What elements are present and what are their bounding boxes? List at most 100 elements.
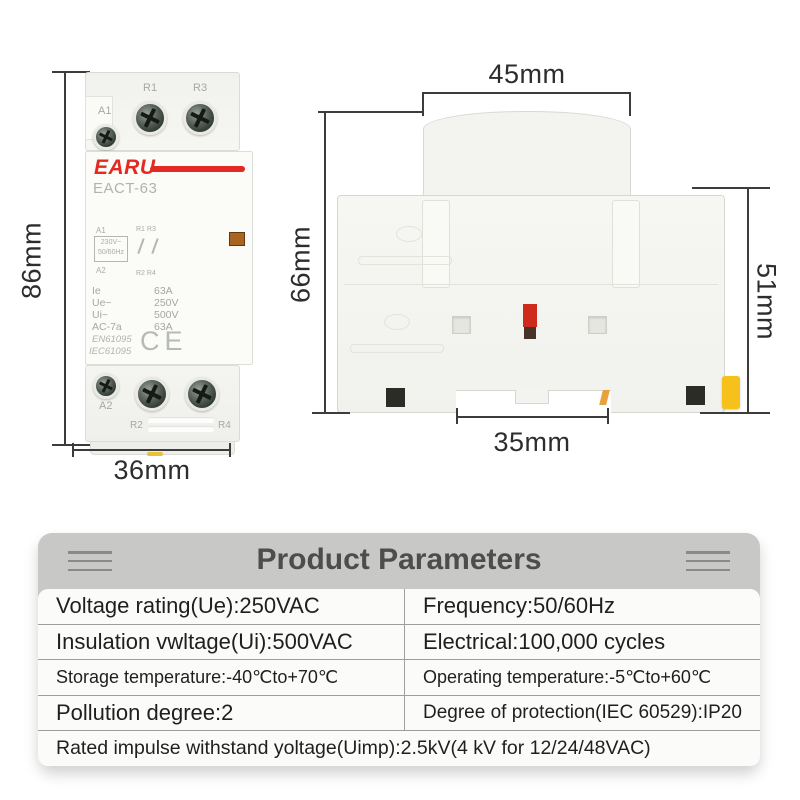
- contactor-front: R1 R3 A1 EARU EACT-63 A1 230V~ 50/60Hz A…: [84, 72, 256, 456]
- back-view: 45mm: [286, 0, 800, 500]
- screw-r1: [133, 101, 167, 135]
- black-foot-left: [386, 388, 405, 407]
- dim-66-label: 66mm: [285, 226, 316, 304]
- table-row: Voltage rating(Ue):250VAC Frequency:50/6…: [38, 589, 760, 625]
- ce-mark-icon: CE: [140, 326, 188, 356]
- din-clip-groove-right: [612, 200, 640, 288]
- din-clip-groove-left: [422, 200, 450, 288]
- param-cell-voltage-rating: Voltage rating(Ue):250VAC: [56, 593, 320, 619]
- red-clip-bottom: [524, 327, 536, 339]
- dim-86-label: 86mm: [16, 222, 47, 300]
- rating-key: Ue~: [92, 297, 112, 309]
- terminal-label-a2: A2: [99, 400, 113, 412]
- dim-66-tick-bottom: [312, 412, 350, 414]
- notch-center-tab: [515, 390, 549, 404]
- mold-mark-oval-2: [384, 314, 410, 330]
- rating-value: 63A: [154, 321, 173, 333]
- mold-mark-oval-1: [396, 226, 422, 242]
- diagram-top-contacts: R1 R3: [136, 226, 156, 233]
- terminal-label-r2: R2: [130, 420, 143, 431]
- diagram-a2-label: A2: [96, 266, 106, 275]
- brand-red-line: [150, 166, 245, 172]
- notch-orange-wedge: [599, 390, 610, 405]
- coil-box: 230V~ 50/60Hz: [94, 236, 128, 262]
- dim-86-tick-top: [52, 71, 90, 73]
- param-cell-impulse-voltage: Rated impulse withstand yoltage(Uimp):2.…: [56, 737, 651, 760]
- dim-86-tick-bottom: [52, 444, 90, 446]
- dim-45-tick-right: [629, 92, 631, 116]
- vent-slot-1: [148, 417, 214, 423]
- black-foot-right: [686, 386, 705, 405]
- param-cell-insulation-voltage: Insulation vwltage(Ui):500VAC: [56, 628, 353, 654]
- rating-key: AC-7a: [92, 321, 122, 333]
- dim-36-label: 36mm: [113, 455, 191, 485]
- red-clip-top: [523, 304, 537, 327]
- dim-51-line: [747, 188, 749, 413]
- dim-36-line: [73, 449, 231, 451]
- dim-66-line: [324, 112, 326, 413]
- parameters-table: Voltage rating(Ue):250VAC Frequency:50/6…: [38, 589, 760, 766]
- dim-45-line: [423, 92, 631, 94]
- diagram-a1-label: A1: [96, 226, 106, 235]
- wiring-diagram: A1 230V~ 50/60Hz A2 R1 R3 R2 R4: [92, 226, 170, 282]
- screw-a1: [93, 124, 119, 150]
- rating-key: Ie: [92, 285, 101, 297]
- indicator-window: [229, 232, 245, 246]
- screw-a2: [93, 373, 119, 399]
- dim-66-tick-top: [318, 111, 424, 113]
- table-row: Rated impulse withstand yoltage(Uimp):2.…: [38, 731, 760, 766]
- din-rail-notch: [456, 390, 611, 415]
- yellow-marker: [147, 452, 163, 456]
- dim-45-label: 45mm: [488, 59, 566, 89]
- front-bottom-terminal-block: A2 R2 R4: [85, 365, 240, 442]
- body-seam-line: [344, 284, 718, 285]
- standard-iec: IEC61095: [89, 346, 132, 357]
- coil-frequency: 50/60Hz: [97, 249, 125, 256]
- menu-lines-icon-left: [68, 551, 112, 571]
- back-body: [337, 195, 740, 415]
- mold-mark-slot-1: [358, 256, 452, 265]
- param-cell-operating-temperature: Operating temperature:-5℃to+60℃: [404, 660, 760, 695]
- rating-key: Ui~: [92, 309, 109, 321]
- diagram-bottom-contacts: R2 R4: [136, 270, 156, 277]
- rating-value: 500V: [154, 309, 179, 321]
- screw-r3: [183, 101, 217, 135]
- parameters-header: Product Parameters: [38, 533, 760, 589]
- product-parameters-panel: Product Parameters Voltage rating(Ue):25…: [38, 533, 760, 766]
- contact-switch-2: [151, 238, 159, 254]
- param-cell-pollution-degree: Pollution degree:2: [56, 700, 234, 726]
- coil-voltage: 230V~: [100, 239, 122, 246]
- front-view: 86mm R1 R3 A1 EARU EACT-63 A1 230V~: [0, 0, 300, 500]
- square-hole-right: [588, 316, 607, 334]
- brand-logo: EARU: [94, 156, 156, 179]
- menu-lines-icon-right: [686, 551, 730, 571]
- table-row: Storage temperature:-40℃to+70℃ Operating…: [38, 660, 760, 696]
- back-top-hump: [423, 111, 631, 206]
- dim-51-tick-top: [692, 187, 770, 189]
- model-number: EACT-63: [93, 180, 158, 197]
- vent-slot-2: [148, 426, 214, 432]
- dim-35-line: [457, 416, 609, 418]
- contact-switch-1: [137, 238, 145, 254]
- param-cell-protection-degree: Degree of protection(IEC 60529):IP20: [404, 695, 760, 731]
- contactor-back: [337, 111, 740, 415]
- table-row: Insulation vwltage(Ui):500VAC Electrical…: [38, 624, 760, 661]
- front-top-terminal-block: R1 R3 A1: [85, 72, 240, 151]
- param-cell-electrical-cycles: Electrical:100,000 cycles: [404, 624, 760, 660]
- terminal-label-r1: R1: [143, 82, 158, 94]
- parameters-title: Product Parameters: [256, 543, 542, 576]
- screw-r4: [185, 377, 219, 411]
- rating-value: 250V: [154, 297, 179, 309]
- dim-35-label: 35mm: [493, 427, 571, 457]
- dim-86-line: [64, 72, 66, 446]
- terminal-label-r3: R3: [193, 82, 208, 94]
- terminal-label-r4: R4: [218, 420, 231, 431]
- front-face: EARU EACT-63 A1 230V~ 50/60Hz A2 R1 R3 R…: [85, 151, 253, 365]
- square-hole-left: [452, 316, 471, 334]
- standard-en: EN61095: [92, 334, 132, 345]
- yellow-din-latch: [722, 376, 740, 409]
- terminal-label-a1: A1: [98, 105, 112, 117]
- screw-r2: [135, 377, 169, 411]
- dim-51-label: 51mm: [751, 262, 782, 340]
